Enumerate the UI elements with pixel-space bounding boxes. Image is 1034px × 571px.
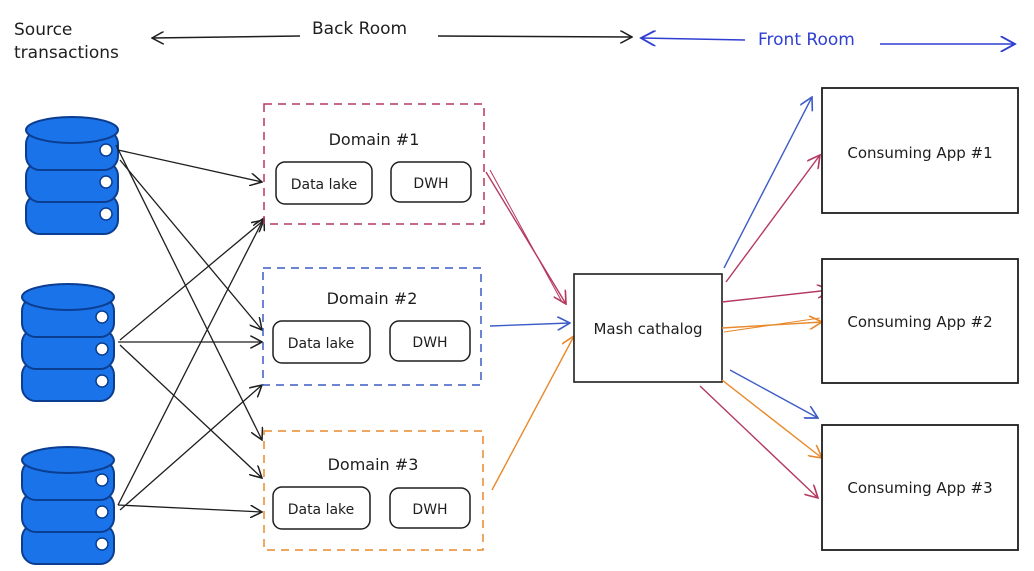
domain-2-panel: Domain #2 Data lake DWH	[262, 267, 482, 386]
domain-3-dwh-box	[389, 487, 471, 529]
domain-1-data-lake-label: Data lake	[291, 177, 358, 193]
domain-2-dwh-label: DWH	[412, 335, 447, 351]
domain-1-panel: Domain #1 Data lake DWH	[263, 103, 485, 225]
arrow-mesh-app3-orange	[721, 379, 822, 458]
consuming-app-2-border	[821, 258, 1019, 384]
consuming-app-1-border	[821, 87, 1019, 214]
database-icon	[21, 446, 115, 565]
domain-3-border	[263, 430, 484, 551]
arrow-domain1-mesh	[485, 171, 566, 304]
consuming-app-2-label: Consuming App #2	[847, 313, 992, 331]
mesh-catalog-border	[573, 273, 723, 383]
domain-2-data-lake-box	[272, 320, 371, 364]
arrow-domain1-mesh-stroke	[489, 169, 563, 303]
database-icon	[25, 116, 119, 235]
back-room-label: Back Room	[312, 19, 407, 39]
consuming-app-1-label: Consuming App #1	[847, 144, 992, 162]
arrow-db1-domain3	[115, 144, 262, 440]
consuming-app-3-border	[821, 424, 1019, 551]
consuming-app-3: Consuming App #3	[821, 424, 1019, 551]
source-label-line2: transactions	[14, 43, 119, 63]
source-to-domain-arrows	[115, 144, 264, 512]
mesh-catalog-box: Mash cathalog	[573, 273, 723, 383]
back-room-arrow-left	[152, 36, 301, 38]
back-room-arrow-right	[437, 36, 632, 37]
domain-3-panel: Domain #3 Data lake DWH	[263, 430, 484, 551]
consuming-app-1: Consuming App #1	[821, 87, 1019, 214]
source-label-line1: Source	[14, 20, 72, 40]
mesh-catalog-label: Mash cathalog	[593, 320, 702, 338]
arrow-domain3-mesh	[491, 336, 574, 491]
front-room-arrow-left	[641, 38, 746, 40]
arrow-mesh-app2-orange-stroke	[723, 317, 821, 333]
arrow-domain2-mesh	[489, 323, 570, 326]
arrow-db3-domain2	[119, 385, 262, 511]
domain-1-dwh-box	[390, 161, 472, 203]
arrow-mesh-app1-blue	[723, 97, 812, 269]
arrow-db3-domain3	[117, 504, 262, 512]
arrow-mesh-app2-red	[721, 290, 830, 303]
front-room-label: Front Room	[758, 30, 855, 50]
arrow-mesh-app1-red	[725, 155, 820, 283]
consuming-app-3-label: Consuming App #3	[847, 479, 992, 497]
domain-2-data-lake-label: Data lake	[288, 336, 355, 352]
database-icon	[21, 283, 115, 402]
arrow-db2-domain3	[119, 344, 262, 478]
domain-1-dwh-label: DWH	[413, 176, 448, 192]
domain-1-title: Domain #1	[329, 130, 420, 149]
domain-3-title: Domain #3	[328, 455, 419, 474]
arrow-db1-domain2	[119, 159, 262, 330]
domain-2-title: Domain #2	[327, 289, 418, 308]
arrow-db2-domain1	[119, 220, 264, 341]
domain-1-data-lake-box	[275, 161, 373, 205]
mesh-to-apps-arrows	[699, 97, 830, 498]
domain-1-border	[263, 103, 485, 225]
consuming-app-2: Consuming App #2	[821, 258, 1019, 384]
arrow-db1-domain1	[117, 149, 262, 182]
domain-3-dwh-label: DWH	[412, 502, 447, 518]
domain-2-dwh-box	[389, 320, 471, 362]
domain-3-data-lake-label: Data lake	[288, 502, 355, 518]
arrow-mesh-app3-blue	[729, 369, 818, 418]
arrow-mesh-app3-red	[699, 385, 818, 498]
arrow-db3-domain1	[117, 218, 264, 506]
domain-3-data-lake-box	[272, 486, 371, 530]
